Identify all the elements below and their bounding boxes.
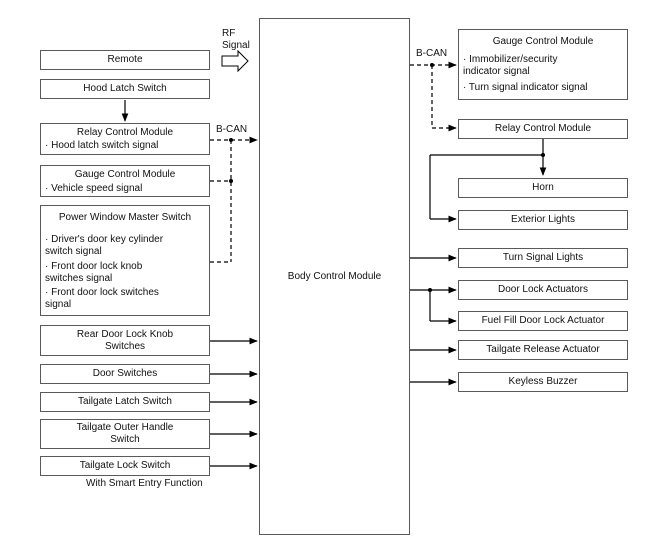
horn-box: Horn: [458, 178, 628, 198]
rear-door-lock-knob-switches-box: Rear Door Lock Knob Switches: [40, 325, 210, 356]
gauge-control-module-output-box: Gauge Control Module · Immobilizer/secur…: [458, 29, 628, 100]
tailgate-lock-switch-label: Tailgate Lock Switch: [79, 460, 171, 471]
vehicle-speed-signal: · Vehicle speed signal: [45, 183, 143, 194]
body-control-module-label: Body Control Module: [287, 270, 382, 282]
power-window-signal: · Front door lock knob switches signal: [45, 261, 143, 284]
tailgate-release-actuator-box: Tailgate Release Actuator: [458, 340, 628, 360]
hood-latch-signal: · Hood latch switch signal: [45, 140, 159, 151]
right-bcan-bus: [410, 61, 457, 132]
rf-signal-label: RF Signal: [222, 28, 250, 51]
body-control-module: Body Control Module: [259, 18, 410, 535]
remote-box: Remote: [40, 50, 210, 70]
power-window-title: Power Window Master Switch: [58, 212, 192, 223]
relay-control-module-output-box: Relay Control Module: [458, 119, 628, 139]
door-switches-label: Door Switches: [92, 368, 158, 379]
power-window-master-switch-box: Power Window Master Switch · Driver's do…: [40, 205, 210, 316]
gauge-control-module-input-box: Gauge Control Module · Vehicle speed sig…: [40, 165, 210, 197]
exterior-lights-label: Exterior Lights: [511, 214, 575, 225]
tailgate-latch-switch-box: Tailgate Latch Switch: [40, 392, 210, 412]
relay-control-module-input-box: Relay Control Module · Hood latch switch…: [40, 123, 210, 155]
immobilizer-signal: · Immobilizer/security indicator signal: [463, 54, 558, 77]
rear-door-lock-knob-label: Rear Door Lock Knob Switches: [76, 328, 174, 352]
right-bcan-label: B-CAN: [416, 48, 448, 59]
turn-signal-lights-box: Turn Signal Lights: [458, 248, 628, 268]
power-window-signal: · Front door lock switches signal: [45, 287, 159, 310]
tailgate-latch-switch-label: Tailgate Latch Switch: [78, 396, 172, 407]
rf-signal-arrow: [221, 49, 249, 73]
smart-entry-note: With Smart Entry Function: [86, 478, 203, 489]
turn-signal-lights-label: Turn Signal Lights: [502, 252, 584, 263]
relay-module-title: Relay Control Module: [76, 127, 174, 138]
remote-label: Remote: [107, 54, 143, 65]
fuel-fill-actuator-label: Fuel Fill Door Lock Actuator: [481, 315, 605, 326]
hood-latch-switch-box: Hood Latch Switch: [40, 79, 210, 99]
door-switches-box: Door Switches: [40, 364, 210, 384]
door-lock-actuators-box: Door Lock Actuators: [458, 280, 628, 300]
relay-output-label: Relay Control Module: [494, 123, 592, 134]
power-window-signal: · Driver's door key cylinder switch sign…: [45, 234, 164, 257]
horn-label: Horn: [532, 182, 554, 193]
hood-latch-switch-label: Hood Latch Switch: [83, 83, 167, 94]
fuel-fill-door-lock-actuator-box: Fuel Fill Door Lock Actuator: [458, 311, 628, 331]
tailgate-outer-handle-label: Tailgate Outer Handle Switch: [76, 422, 174, 445]
keyless-buzzer-box: Keyless Buzzer: [458, 372, 628, 392]
exterior-lights-box: Exterior Lights: [458, 210, 628, 230]
keyless-buzzer-label: Keyless Buzzer: [508, 376, 578, 387]
tailgate-outer-handle-switch-box: Tailgate Outer Handle Switch: [40, 419, 210, 449]
left-bcan-label: B-CAN: [216, 124, 248, 135]
tailgate-lock-switch-box: Tailgate Lock Switch: [40, 456, 210, 476]
gauge-output-title: Gauge Control Module: [492, 36, 594, 47]
left-bcan-bus: [210, 136, 258, 263]
tailgate-release-label: Tailgate Release Actuator: [486, 344, 600, 355]
turn-indicator-signal: · Turn signal indicator signal: [463, 82, 588, 93]
gauge-module-title: Gauge Control Module: [74, 169, 176, 180]
door-lock-actuators-label: Door Lock Actuators: [497, 284, 589, 295]
